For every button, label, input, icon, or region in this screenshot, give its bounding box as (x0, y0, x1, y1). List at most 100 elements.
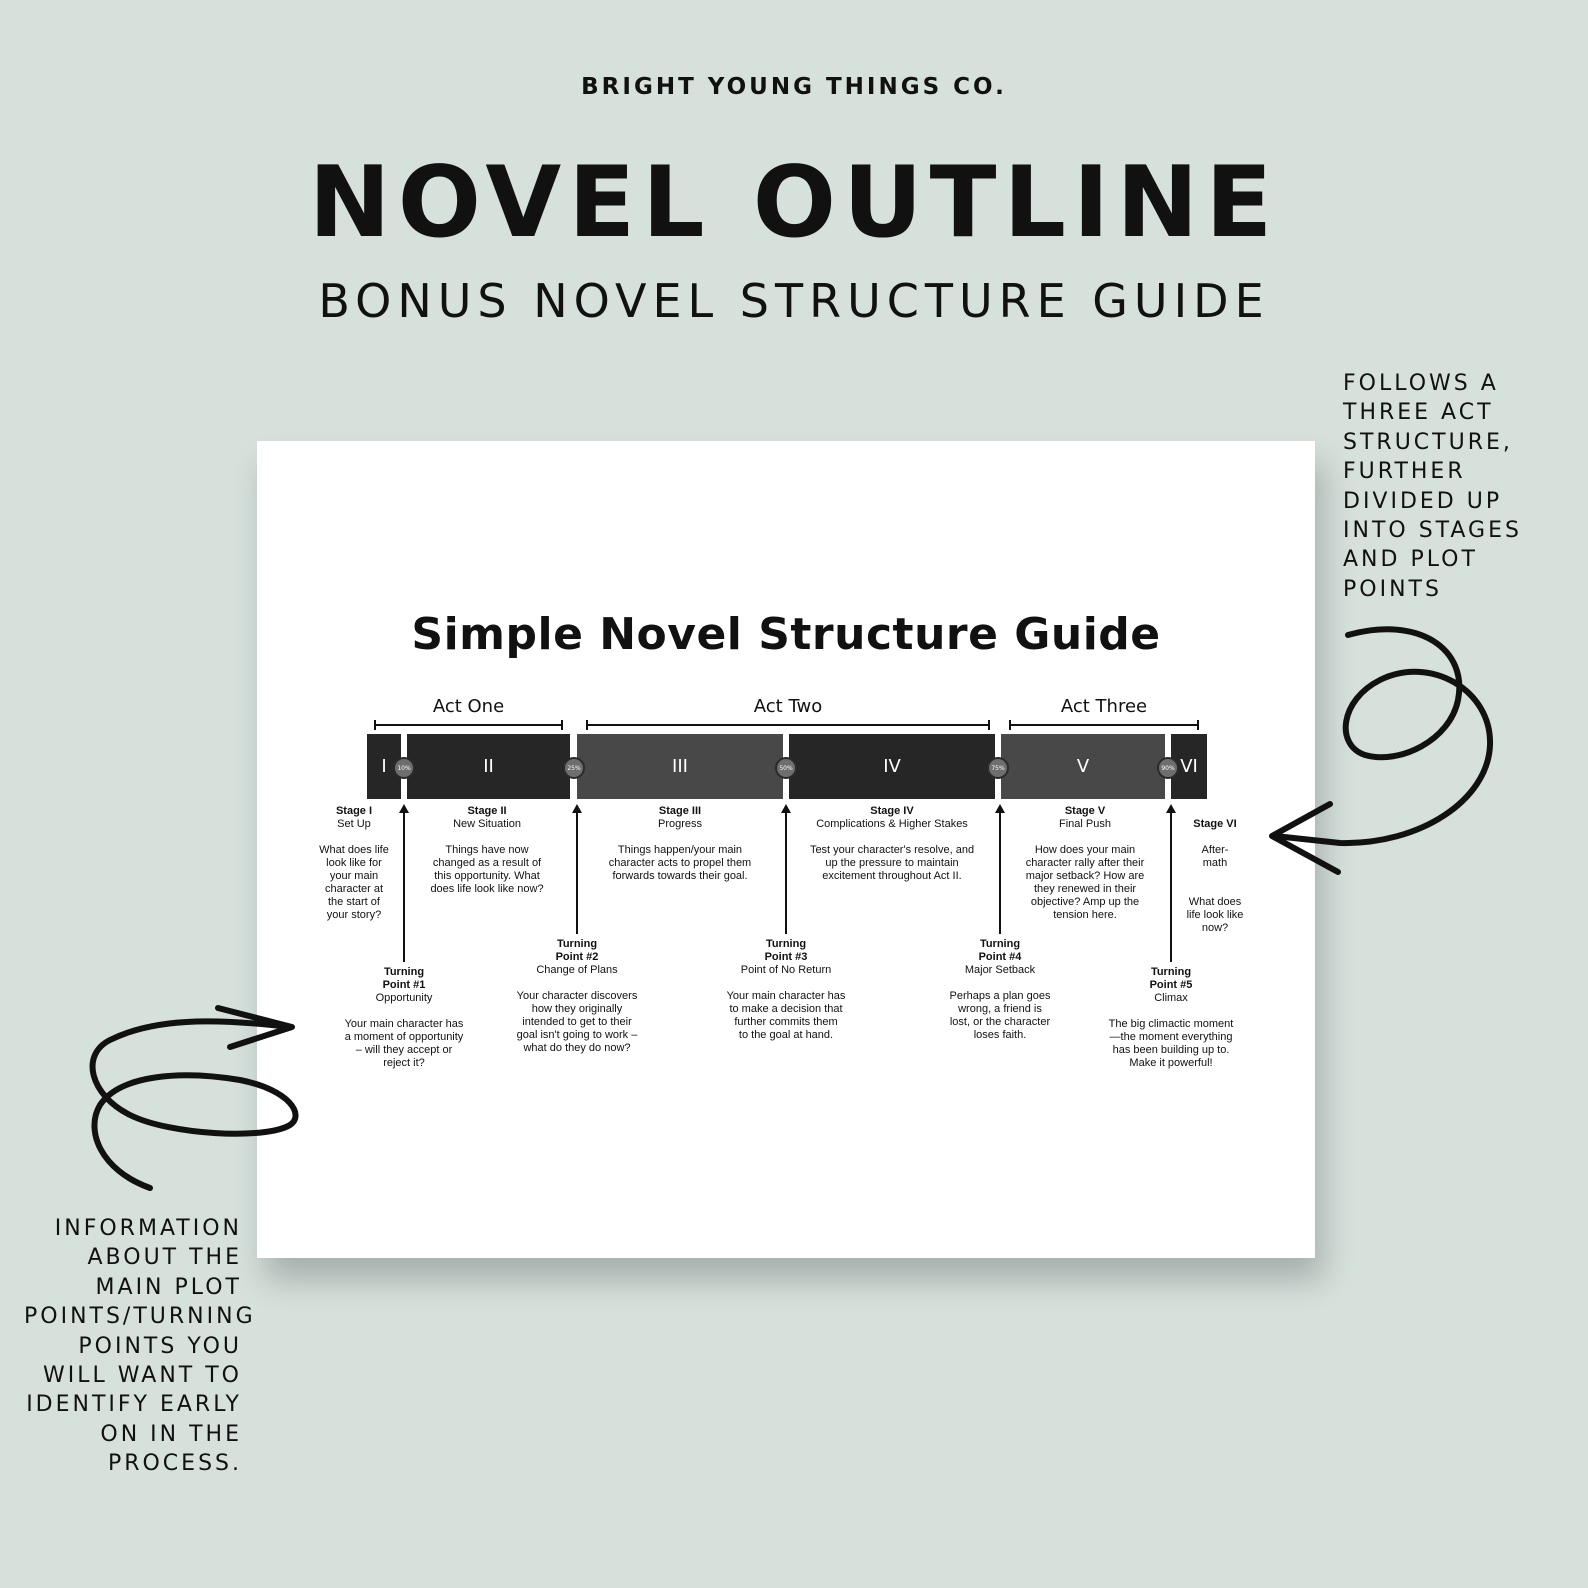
stage-segment-2: II (407, 734, 570, 799)
stage-description: Things happen/your main character acts t… (585, 844, 775, 883)
note-line: INFORMATION (54, 1216, 242, 1241)
desc-line: tension here. (1053, 909, 1117, 921)
desc-line: What does life (319, 844, 389, 856)
turning-point-arrow-head (781, 804, 791, 813)
desc-line: – will they accept or (355, 1044, 453, 1056)
note-line: POINTS/TURNING (24, 1304, 256, 1330)
turning-point-heading: Turning Point #3 (764, 938, 808, 963)
note-line: FOLLOWS A (1343, 371, 1499, 396)
swirl-arrow-right-icon (1272, 626, 1494, 847)
desc-line: excitement throughout Act II. (822, 870, 962, 882)
turning-point-heading: Turning Point #1 (382, 966, 426, 991)
desc-line: Your main character has (344, 1018, 464, 1030)
percent-marker-25: 25% (563, 757, 585, 779)
desc-line: character at (324, 883, 384, 895)
desc-line: life look like (1186, 909, 1244, 921)
desc-line: now? (1201, 922, 1229, 934)
stage-heading: Stage IV (870, 805, 914, 817)
turning-point-4-block: Turning Point #4 Major Setback Perhaps a… (925, 938, 1075, 1042)
desc-line: your story? (326, 909, 382, 921)
stage-heading: Stage III (658, 805, 702, 817)
desc-line: character acts to propel them (608, 857, 752, 869)
note-line: FURTHER (1343, 459, 1466, 485)
stage-4-block: Stage IV Complications & Higher Stakes T… (790, 805, 994, 883)
stage-description: What does life look like now? (1175, 896, 1255, 935)
act-two-bracket (586, 720, 990, 730)
act-three-bracket (1009, 720, 1199, 730)
desc-line: Things happen/your main (617, 844, 743, 856)
desc-line: up the pressure to maintain (825, 857, 959, 869)
note-line: POINTS YOU (78, 1333, 242, 1359)
stage-heading: Stage VI (1193, 818, 1237, 830)
stage-name: New Situation (453, 818, 521, 830)
desc-line: objective? Amp up the (1030, 896, 1140, 908)
turning-point-2-block: Turning Point #2 Change of Plans Your ch… (502, 938, 652, 1055)
turning-point-arrow-line (576, 811, 578, 934)
desc-line: goal isn't going to work – (516, 1029, 638, 1041)
stage-name: After- math (1201, 844, 1229, 869)
arrowhead-left-icon (215, 1005, 295, 1050)
brand-name: BRIGHT YOUNG THINGS CO. (581, 74, 1007, 100)
turning-point-heading: Turning Point #4 (978, 938, 1022, 963)
note-line: STRUCTURE, (1343, 429, 1513, 455)
arrowhead-right-icon (1269, 801, 1341, 875)
turning-point-arrow-head (572, 804, 582, 813)
note-line: DIVIDED UP (1343, 488, 1503, 514)
desc-line: Make it powerful! (1129, 1057, 1213, 1069)
desc-line: has been building up to. (1112, 1044, 1230, 1056)
percent-marker-75: 75% (987, 757, 1009, 779)
segment-numeral: IV (883, 756, 901, 777)
note-three-act: FOLLOWS A THREE ACT STRUCTURE, FURTHER D… (1343, 369, 1553, 604)
percent-marker-50: 50% (775, 757, 797, 779)
desc-line: —the moment everything (1109, 1031, 1233, 1043)
stage-segment-4: IV (789, 734, 995, 799)
desc-line: reject it? (383, 1057, 425, 1069)
turning-point-arrow-line (785, 811, 787, 934)
turning-point-name: Major Setback (964, 964, 1036, 976)
desc-line: this opportunity. What (434, 870, 540, 882)
note-line: POINTS (1343, 576, 1442, 602)
turning-point-arrow-head (1166, 804, 1176, 813)
stage-heading: Stage II (467, 805, 507, 817)
desc-line: What does (1188, 896, 1242, 908)
note-line: INTO STAGES (1343, 518, 1522, 544)
percent-marker-10: 10% (393, 757, 415, 779)
turning-point-description: The big climactic moment —the moment eve… (1096, 1018, 1246, 1070)
stage-name: Progress (657, 818, 703, 830)
note-line: ABOUT THE (87, 1245, 242, 1271)
turning-point-description: Perhaps a plan goes wrong, a friend is l… (925, 990, 1075, 1042)
segment-numeral: V (1076, 756, 1090, 777)
stage-6-block: Stage VI After- math What does life look… (1175, 805, 1255, 948)
swirl-arrow-left-icon (89, 1018, 299, 1191)
stage-description: How does your main character rally after… (1007, 844, 1163, 922)
stage-name: Complications & Higher Stakes (816, 818, 968, 830)
turning-point-arrow-line (403, 811, 405, 962)
desc-line: your main (329, 870, 379, 882)
structure-guide-card: Simple Novel Structure Guide Act One Act… (257, 441, 1315, 1258)
stage-description: Test your character's resolve, and up th… (790, 844, 994, 883)
desc-line: what do they do now? (523, 1042, 631, 1054)
desc-line: character rally after their (1025, 857, 1145, 869)
desc-line: lost, or the character (949, 1016, 1051, 1028)
stage-description: What does life look like for your main c… (309, 844, 399, 922)
turning-point-1-block: Turning Point #1 Opportunity Your main c… (334, 966, 474, 1070)
note-line: AND PLOT (1343, 547, 1478, 573)
act-one-bracket (374, 720, 563, 730)
desc-line: The big climactic moment (1108, 1018, 1234, 1030)
desc-line: Things have now (445, 844, 529, 856)
page-subtitle: BONUS NOVEL STRUCTURE GUIDE (318, 274, 1270, 328)
stage-3-block: Stage III Progress Things happen/your ma… (585, 805, 775, 883)
guide-title: Simple Novel Structure Guide (411, 609, 1161, 660)
stage-name: Set Up (337, 818, 371, 830)
note-line: PROCESS. (107, 1451, 242, 1477)
desc-line: changed as a result of (432, 857, 542, 869)
desc-line: to make a decision that (729, 1003, 843, 1015)
turning-point-arrow-head (995, 804, 1005, 813)
turning-point-5-block: Turning Point #5 Climax The big climacti… (1096, 966, 1246, 1070)
turning-point-arrow-line (1170, 811, 1172, 962)
turning-point-heading: Turning Point #2 (555, 938, 599, 963)
desc-line: Test your character's resolve, and (809, 844, 975, 856)
desc-line: intended to get to their (522, 1016, 632, 1028)
turning-point-description: Your main character has a moment of oppo… (334, 1018, 474, 1070)
turning-point-name: Opportunity (375, 992, 433, 1004)
